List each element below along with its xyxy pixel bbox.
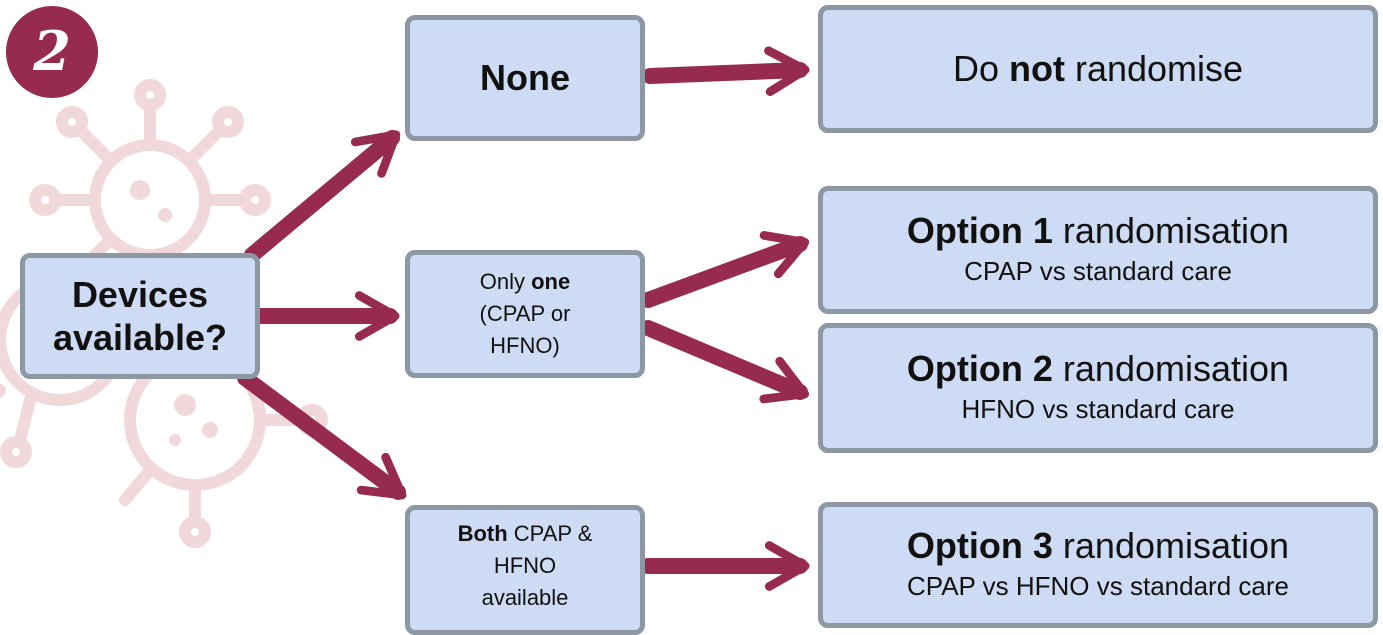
question-line2: available? [52, 317, 228, 358]
both-line3: available [481, 584, 569, 610]
arrow-one-to-option1 [640, 231, 810, 308]
only-one-line2: (CPAP or [479, 301, 571, 327]
step-number-badge: 2 [6, 6, 98, 98]
option2-title: Option 2 randomisation [906, 347, 1290, 389]
question-line1: Devices [71, 273, 209, 315]
none-box: None [405, 15, 645, 141]
only-one-line3: HFNO) [490, 332, 560, 358]
devices-available-box: Devices available? [20, 253, 260, 379]
arrow-question-to-none [244, 130, 401, 263]
arrow-question-to-both [237, 370, 407, 500]
both-box: Both CPAP & HFNO available [405, 505, 645, 635]
option3-box: Option 3 randomisation CPAP vs HFNO vs s… [818, 502, 1378, 628]
option3-subtitle: CPAP vs HFNO vs standard care [907, 571, 1289, 602]
arrow-none-to-outcome [642, 46, 810, 97]
do-not-randomise-text: Do not randomise [952, 48, 1244, 89]
arrow-one-to-option2 [640, 320, 810, 404]
only-one-box: Only one (CPAP or HFNO) [405, 250, 645, 378]
option1-box: Option 1 randomisation CPAP vs standard … [818, 186, 1378, 314]
svg-text:2: 2 [32, 19, 71, 83]
option1-title: Option 1 randomisation [906, 209, 1290, 251]
both-line1: Both CPAP & [457, 521, 593, 546]
option1-subtitle: CPAP vs standard care [964, 256, 1232, 287]
do-not-randomise-box: Do not randomise [818, 5, 1378, 133]
both-line2: HFNO [493, 552, 557, 578]
none-label: None [480, 57, 570, 98]
only-one-line1: Only one [479, 269, 571, 295]
option2-box: Option 2 randomisation HFNO vs standard … [818, 323, 1378, 453]
option3-title: Option 3 randomisation [906, 524, 1290, 566]
option2-subtitle: HFNO vs standard care [961, 394, 1235, 425]
